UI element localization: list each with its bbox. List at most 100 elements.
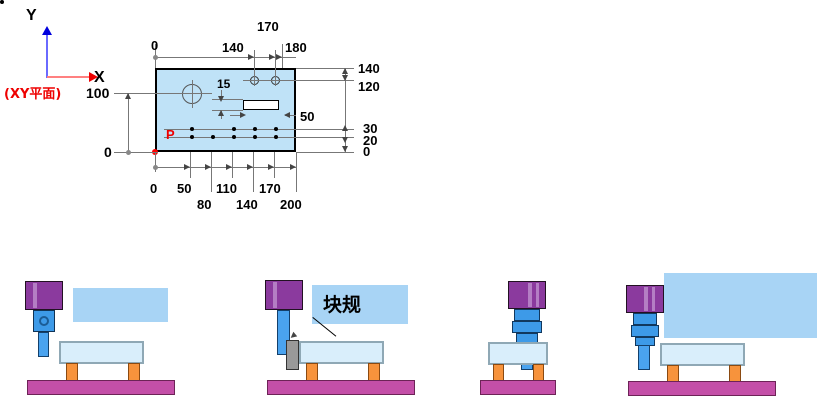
- right-dim-line: [345, 68, 346, 152]
- dim-tick: [126, 150, 131, 155]
- x-axis-line: [47, 76, 91, 78]
- spindle-head-stripe: [528, 283, 532, 307]
- machine-base: [27, 380, 175, 395]
- support-block-right: [368, 363, 380, 381]
- support-block-right: [128, 363, 140, 381]
- right-dim-label-140: 140: [358, 61, 380, 76]
- bot-dim-arrow-6-icon: [290, 164, 296, 170]
- slot-rect: [243, 100, 279, 110]
- slot-width-arrow-shaft-right: [285, 115, 296, 116]
- tool-collar-2: [631, 325, 659, 337]
- slot-width-arrow-shaft-left: [230, 115, 243, 116]
- spindle-head-stripe: [273, 282, 277, 308]
- bot-dim-arrow-4-icon: [247, 164, 253, 170]
- hole-dot: [253, 135, 257, 139]
- point-p-label: P: [166, 127, 175, 142]
- small-hole-1-centerline-v: [254, 50, 255, 86]
- bot-ext-110: [232, 152, 233, 178]
- xy-plane-label: (XY平面): [4, 87, 62, 102]
- workpiece: [488, 342, 548, 365]
- right-dim-arrow-120-icon: [342, 75, 348, 81]
- bot-ext-0: [155, 152, 156, 172]
- left-dim-label-100: 100: [86, 85, 110, 101]
- right-ext-140: [296, 68, 354, 69]
- dim-tick: [153, 55, 158, 60]
- hole-dot: [274, 135, 278, 139]
- spindle-head: [508, 281, 546, 309]
- right-dim-arrow-140-icon: [342, 68, 348, 74]
- hole-dot: [0, 0, 4, 4]
- depth-arrow-down-icon: [218, 96, 224, 102]
- bot-dim-arrow-5-icon: [268, 164, 274, 170]
- top-dim-arrow-180-icon: [276, 54, 282, 60]
- spindle-head: [25, 281, 63, 310]
- slot-dim-line-bottom: [212, 110, 243, 111]
- hole-dot: [232, 127, 236, 131]
- hole-dot: [253, 127, 257, 131]
- spindle-head-stripe: [33, 283, 37, 308]
- panel-1-callout-box: [73, 288, 168, 322]
- bottom-dim-label-0: 0: [150, 181, 158, 196]
- right-dim-arrow-20-icon: [342, 137, 348, 143]
- workpiece: [299, 341, 384, 364]
- y-axis-label: Y: [26, 7, 37, 24]
- panel-4-callout-box: [664, 273, 817, 338]
- bot-ext-50: [190, 152, 191, 178]
- right-dim-arrow-30-icon: [342, 125, 348, 131]
- small-holes-centerline-h: [243, 80, 301, 81]
- bot-dim-arrow-2-icon: [205, 164, 211, 170]
- right-ext-120: [296, 80, 354, 81]
- machine-base: [267, 380, 415, 395]
- dot-row-upper-line: [164, 129, 309, 130]
- slot-width-arrow-right-icon: [240, 112, 246, 118]
- gauge-block: [286, 340, 299, 370]
- bot-ext-170: [274, 152, 275, 178]
- left-ext-100: [114, 93, 192, 94]
- small-hole-2-centerline-v: [275, 50, 276, 86]
- right-dim-arrow-0-icon: [342, 146, 348, 152]
- large-hole-centerline-v: [192, 80, 193, 108]
- machine-panel-3: [480, 255, 650, 402]
- x-axis-arrowhead-icon: [89, 72, 98, 82]
- support-block-right: [533, 364, 544, 381]
- x-axis-label: X: [94, 69, 105, 86]
- drill-shaft: [638, 345, 650, 370]
- bot-ext-80: [211, 152, 212, 192]
- workpiece: [660, 343, 745, 366]
- spindle-head-stripe-2: [652, 287, 655, 311]
- hole-dot: [190, 127, 194, 131]
- top-dim-label-0: 0: [151, 38, 159, 53]
- right-dim-label-20: 20: [363, 133, 378, 148]
- y-axis-arrowhead-icon: [42, 26, 52, 35]
- gauge-block-caption: 块规: [323, 294, 362, 316]
- y-axis-line: [46, 34, 48, 78]
- support-block-right: [729, 365, 741, 382]
- hole-dot: [232, 135, 236, 139]
- bottom-dim-line: [155, 167, 296, 168]
- depth-label-15: 15: [217, 77, 231, 91]
- depth-arrow-shaft: [221, 90, 222, 98]
- right-dim-label-30: 30: [363, 121, 378, 136]
- bottom-dim-label-200: 200: [280, 197, 302, 212]
- left-dim-label-0: 0: [104, 144, 112, 160]
- hole-dot: [211, 135, 215, 139]
- probe-shaft: [38, 332, 49, 357]
- tool-collar-1: [633, 313, 657, 325]
- top-dim-arrow-140-icon: [248, 54, 254, 60]
- right-ext-20: [296, 137, 354, 138]
- slot-width-label-50: 50: [300, 109, 315, 124]
- dot-row-lower-line: [164, 137, 309, 138]
- left-ext-0: [114, 152, 158, 153]
- right-ext-30: [296, 129, 354, 130]
- slot-height-arrow-up-icon: [218, 110, 224, 116]
- cad-drawing: Y X (XY平面) 15 50 P 0 140: [0, 0, 430, 230]
- bot-ext-200: [296, 152, 297, 192]
- spindle-head: [265, 280, 303, 310]
- bottom-dim-label-50: 50: [177, 181, 192, 196]
- machine-base: [628, 381, 776, 396]
- spindle-head-stripe: [644, 287, 648, 311]
- bottom-dim-label-80: 80: [197, 197, 212, 212]
- machine-panel-1: [0, 255, 210, 402]
- bot-ext-140: [253, 152, 254, 192]
- tool-collar-2: [512, 321, 542, 333]
